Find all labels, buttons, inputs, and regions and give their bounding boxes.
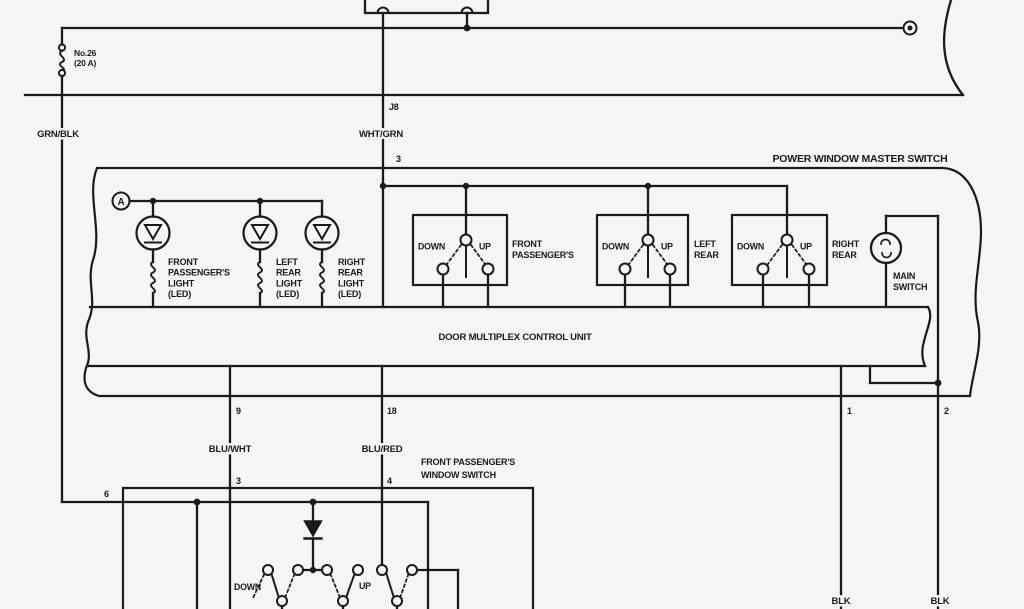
fuse-icon [59,49,65,72]
switch-arm-dashed [284,572,296,598]
switch-arm [385,572,395,598]
led-label: LIGHT [276,278,303,288]
rocker-switch-box-front-passenger [411,213,509,287]
wire-control-to-main [868,364,940,385]
led-label: LIGHT [338,278,365,288]
resistor-icon [319,260,325,295]
control-unit-box [85,305,932,368]
switch-down-label: DOWN [234,582,261,592]
switch-down-label: DOWN [602,242,629,252]
switch-arm [270,572,280,598]
wiring-lines [23,0,983,609]
switch-arm-dashed [790,243,808,266]
ring-connector-icon [902,20,918,36]
pin-label: 3 [396,154,401,164]
switch-arm-dashed [399,572,410,598]
wire-label-blu-red: BLU/RED [362,444,403,455]
led-label: REAR [276,268,301,278]
window-switch-title: WINDOW SWITCH [421,470,496,480]
pin-label: 1 [847,406,852,416]
fuse-rating: (20 A) [74,58,96,68]
pin-label: 6 [104,489,109,499]
wire-label-wht-grn: WHT/GRN [359,129,403,140]
led-label: PASSENGER'S [168,268,230,278]
master-switch-box [83,166,983,398]
master-switch-title: POWER WINDOW MASTER SWITCH [772,153,947,165]
switch-down-label: DOWN [737,242,764,252]
switch-label: FRONT [512,239,543,249]
junction-dots [149,24,942,574]
window-switch-title: FRONT PASSENGER'S [421,457,515,467]
fuse-name: No.26 [74,48,97,58]
wire-label-blu-wht: BLU/WHT [209,444,252,455]
switch-arm-dashed [627,243,645,266]
switch-up-label: UP [359,581,371,591]
switch-label: REAR [832,250,857,260]
main-switch-contact [881,252,892,259]
rocker-switch-box-left-rear [595,213,690,287]
resistor-icon [257,260,263,295]
switch-up-label: UP [479,242,491,252]
terminal-icon [376,6,390,15]
top-component-box [363,0,490,15]
led-triangle [143,224,163,242]
pin-label: 18 [387,406,397,416]
switch-up-label: UP [661,242,673,252]
labels: No.26 (20 A) GRN/BLK J8 WHT/GRN 3 POWER … [35,48,953,609]
switch-arm-dashed [651,243,669,266]
led-triangle [312,224,332,242]
diode-icon [303,520,323,538]
led-label: RIGHT [338,257,366,267]
led-label: LEFT [276,257,298,267]
wire-label-blk: BLK [832,596,851,607]
led-label: (LED) [338,289,361,299]
junction-label: J8 [389,102,399,112]
led-label: LIGHT [168,278,195,288]
led-label: REAR [338,268,363,278]
main-switch-label: MAIN [893,271,915,281]
switch-up-label: UP [800,242,812,252]
switch-arm-dashed [445,243,463,266]
control-unit-label: DOOR MULTIPLEX CONTROL UNIT [438,332,592,343]
resistor-icon [150,260,156,295]
switch-arm-dashed [251,573,266,601]
switch-contacts [262,233,816,607]
switch-arm-dashed [329,572,341,598]
led-triangle [250,224,270,242]
led-label: (LED) [168,289,191,299]
switch-label: RIGHT [832,239,860,249]
switch-label: REAR [694,250,719,260]
rocker-switch-box-right-rear [730,213,829,287]
switch-arm-dashed [469,243,487,266]
switch-down-label: DOWN [418,242,445,252]
connector-a-label: A [117,197,124,208]
switch-label: PASSENGER'S [512,250,574,260]
wire-label-grn-blk: GRN/BLK [37,129,79,140]
wire-label-blk: BLK [931,596,950,607]
switch-arm-dashed [766,243,784,266]
switch-label: LEFT [694,239,716,249]
page-continuation-edge [942,0,965,97]
led-label: FRONT [168,257,199,267]
main-switch-label: SWITCH [893,282,927,292]
led-label: (LED) [276,289,299,299]
terminal-icon [460,6,474,15]
pin-label: 3 [236,476,241,486]
pin-label: 2 [944,406,949,416]
pin-label: 4 [387,476,392,486]
pin-label: 9 [236,406,241,416]
switch-arm [345,572,356,598]
main-switch-contact [880,238,891,245]
window-switch-box [121,486,535,609]
